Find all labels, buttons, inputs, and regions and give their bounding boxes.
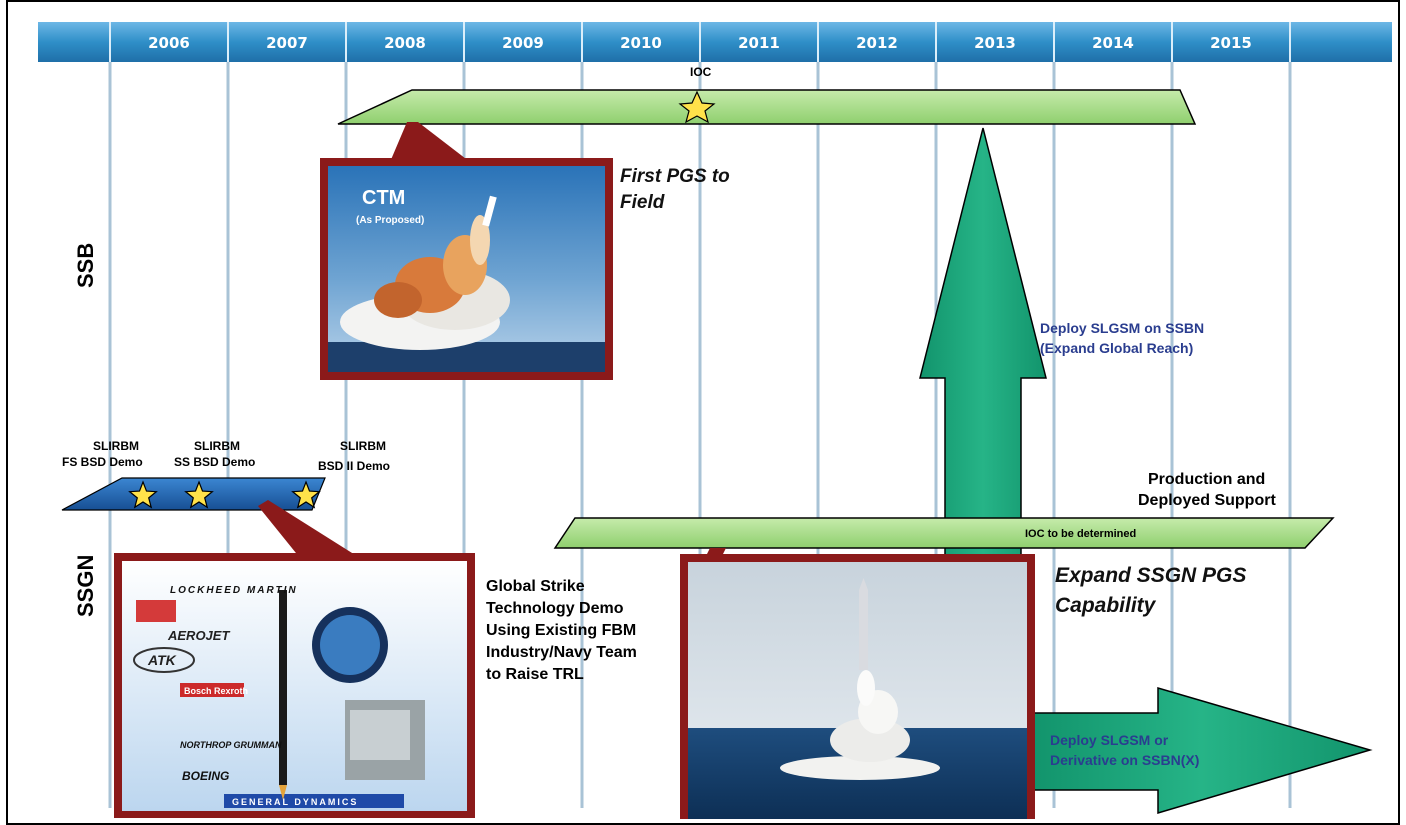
deploy-ssbnx-line2: Derivative on SSBN(X) <box>1050 752 1199 768</box>
ssb-timeline-band <box>337 89 1197 125</box>
deploy-ssbn-line1: Deploy SLGSM on SSBN <box>1040 320 1204 336</box>
deploy-ssbnx-line1: Deploy SLGSM or <box>1050 732 1169 748</box>
logo-boeing: BOEING <box>182 769 229 783</box>
up-deploy-arrow <box>919 127 1047 557</box>
year-labels: 2006 2007 2008 2009 2010 2011 2012 2013 2014 2015 <box>148 34 1252 52</box>
logo-aerojet: AEROJET <box>167 628 230 643</box>
row-label-ssb: SSB <box>73 243 98 288</box>
first-pgs-line1: First PGS to <box>620 166 730 187</box>
ctm-title: CTM <box>362 187 405 209</box>
year-label-2009: 2009 <box>502 34 544 52</box>
global-strike-line: Industry/Navy Team <box>486 644 637 661</box>
global-strike-line: Using Existing FBM <box>486 622 636 639</box>
year-label-2011: 2011 <box>738 34 780 52</box>
global-strike-line: Global Strike <box>486 578 585 595</box>
logo-northrop: NORTHROP GRUMMAN <box>180 740 282 750</box>
deploy-ssbn-line2: (Expand Global Reach) <box>1040 340 1193 356</box>
milestone-star-icon <box>184 480 214 509</box>
milestone-3-line2: BSD II Demo <box>318 459 390 473</box>
year-label-2012: 2012 <box>856 34 898 52</box>
year-label-2007: 2007 <box>266 34 308 52</box>
ioc-tbd-label: IOC to be determined <box>1025 528 1136 540</box>
production-line2: Deployed Support <box>1138 492 1276 509</box>
milestone-2-line1: SLIRBM <box>194 439 240 453</box>
row-label-ssgn: SSGN <box>73 555 98 617</box>
year-label-2010: 2010 <box>620 34 662 52</box>
ctm-subtitle: (As Proposed) <box>356 215 424 226</box>
logo-general-dynamics: GENERAL DYNAMICS <box>232 797 358 807</box>
milestone-star-icon <box>128 480 158 509</box>
expand-ssgn-line1: Expand SSGN PGS <box>1055 564 1246 587</box>
year-label-2013: 2013 <box>974 34 1016 52</box>
milestone-2-line2: SS BSD Demo <box>174 455 255 469</box>
logo-bosch: Bosch Rexroth <box>184 686 248 696</box>
year-header-bar <box>38 22 1392 62</box>
ssgn-timeline-band <box>553 517 1335 549</box>
slgsm-launch-image <box>680 548 1035 819</box>
first-pgs-line2: Field <box>620 192 665 213</box>
logo-atk: ATK <box>147 652 177 668</box>
ioc-star-icon <box>678 90 716 124</box>
right-deploy-arrow <box>1032 686 1373 815</box>
expand-ssgn-line2: Capability <box>1055 594 1157 617</box>
ioc-label: IOC <box>690 65 712 79</box>
year-header-dividers <box>109 22 1291 62</box>
global-strike-line: to Raise TRL <box>486 666 584 683</box>
logos-callout-pointer <box>258 500 360 558</box>
logo-lockheed: LOCKHEED MARTIN <box>170 585 298 596</box>
year-label-2015: 2015 <box>1210 34 1252 52</box>
milestone-1-line2: FS BSD Demo <box>62 455 143 469</box>
production-line1: Production and <box>1148 471 1265 488</box>
year-label-2014: 2014 <box>1092 34 1134 52</box>
ctm-image <box>320 158 613 380</box>
milestone-3-line1: SLIRBM <box>340 439 386 453</box>
milestone-star-icon <box>291 480 321 509</box>
year-label-2006: 2006 <box>148 34 190 52</box>
ctm-callout-pointer <box>390 122 470 162</box>
global-strike-line: Technology Demo <box>486 600 624 617</box>
year-label-2008: 2008 <box>384 34 426 52</box>
industry-team-logos <box>114 553 475 818</box>
milestone-1-line1: SLIRBM <box>93 439 139 453</box>
